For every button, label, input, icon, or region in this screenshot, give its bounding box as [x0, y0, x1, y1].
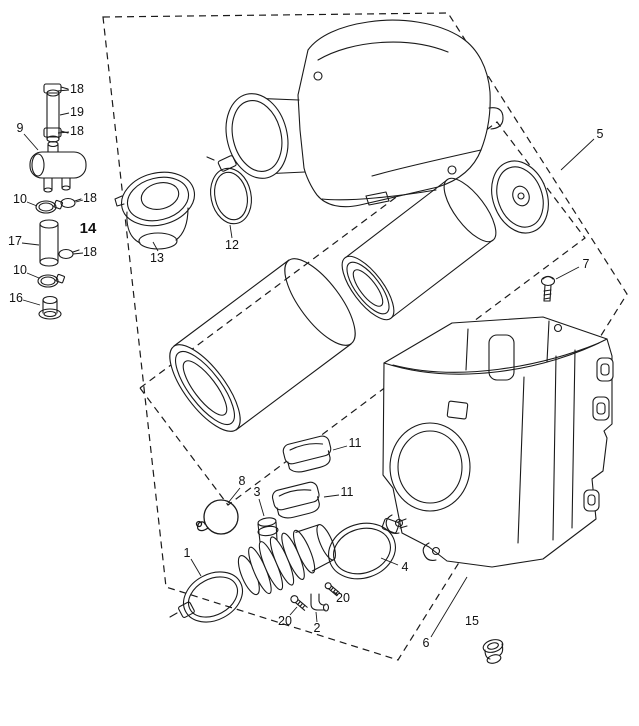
part-label-20-a: 20 [278, 614, 292, 628]
filter-end-disc [491, 160, 549, 234]
part-label-2: 2 [314, 621, 321, 635]
clamp-18-c [60, 197, 82, 209]
part-label-10-a: 10 [13, 192, 27, 206]
cap-11-a [282, 435, 332, 473]
part-label-13: 13 [150, 251, 164, 265]
part-label-5: 5 [597, 127, 604, 141]
part-label-19: 19 [70, 105, 84, 119]
clamp-18-a [43, 83, 69, 94]
part-label-8: 8 [239, 474, 246, 488]
wire-ring-8 [195, 499, 239, 535]
joint-16 [38, 295, 62, 320]
grommet-15 [482, 639, 504, 664]
clamp-4 [328, 517, 408, 580]
filter-element-outer [169, 258, 356, 432]
vent-hose-19 [46, 89, 60, 143]
part-label-15: 15 [465, 614, 479, 628]
part-label-18-b: 18 [70, 124, 84, 138]
screw-20-b [324, 582, 340, 597]
snorkel-opening [225, 93, 289, 179]
part-label-11-b: 11 [341, 485, 354, 499]
part-label-11-a: 11 [349, 436, 362, 450]
duct-top-fitting [257, 517, 279, 543]
part-label-17: 17 [8, 234, 22, 248]
part-label-16: 16 [9, 291, 23, 305]
clamp-10-a [35, 199, 64, 214]
hose-17 [39, 219, 59, 267]
cap-11-b [271, 481, 320, 519]
screw-20-a [290, 595, 308, 611]
valve-body-9 [29, 140, 87, 193]
hose-clamp-12 [206, 155, 252, 225]
filter-element-inner [341, 177, 497, 321]
part-label-20-b: 20 [336, 591, 350, 605]
airbox-cover [225, 19, 504, 208]
airbox-housing [382, 316, 614, 568]
part-label-6: 6 [423, 636, 430, 650]
part-label-7: 7 [583, 257, 590, 271]
part-label-18-d: 18 [83, 245, 97, 259]
screw-7 [540, 275, 556, 302]
part-label-1: 1 [184, 546, 191, 560]
part-label-10-b: 10 [13, 263, 27, 277]
part-label-4: 4 [402, 560, 409, 574]
part-label-9: 9 [17, 121, 24, 135]
part-label-18-c: 18 [83, 191, 97, 205]
clamp-1 [169, 571, 243, 623]
part-label-14: 14 [80, 220, 97, 237]
leader-lines [21, 89, 595, 638]
part-label-3: 3 [254, 485, 261, 499]
part-label-12: 12 [225, 238, 239, 252]
intake-joint-13 [114, 171, 195, 250]
clamp-10-b [37, 273, 66, 288]
part-label-18-a: 18 [70, 82, 84, 96]
intake-duct-3 [237, 517, 336, 596]
drain-elbow-2 [310, 593, 330, 612]
filter-kit-dashed-box [139, 121, 586, 506]
